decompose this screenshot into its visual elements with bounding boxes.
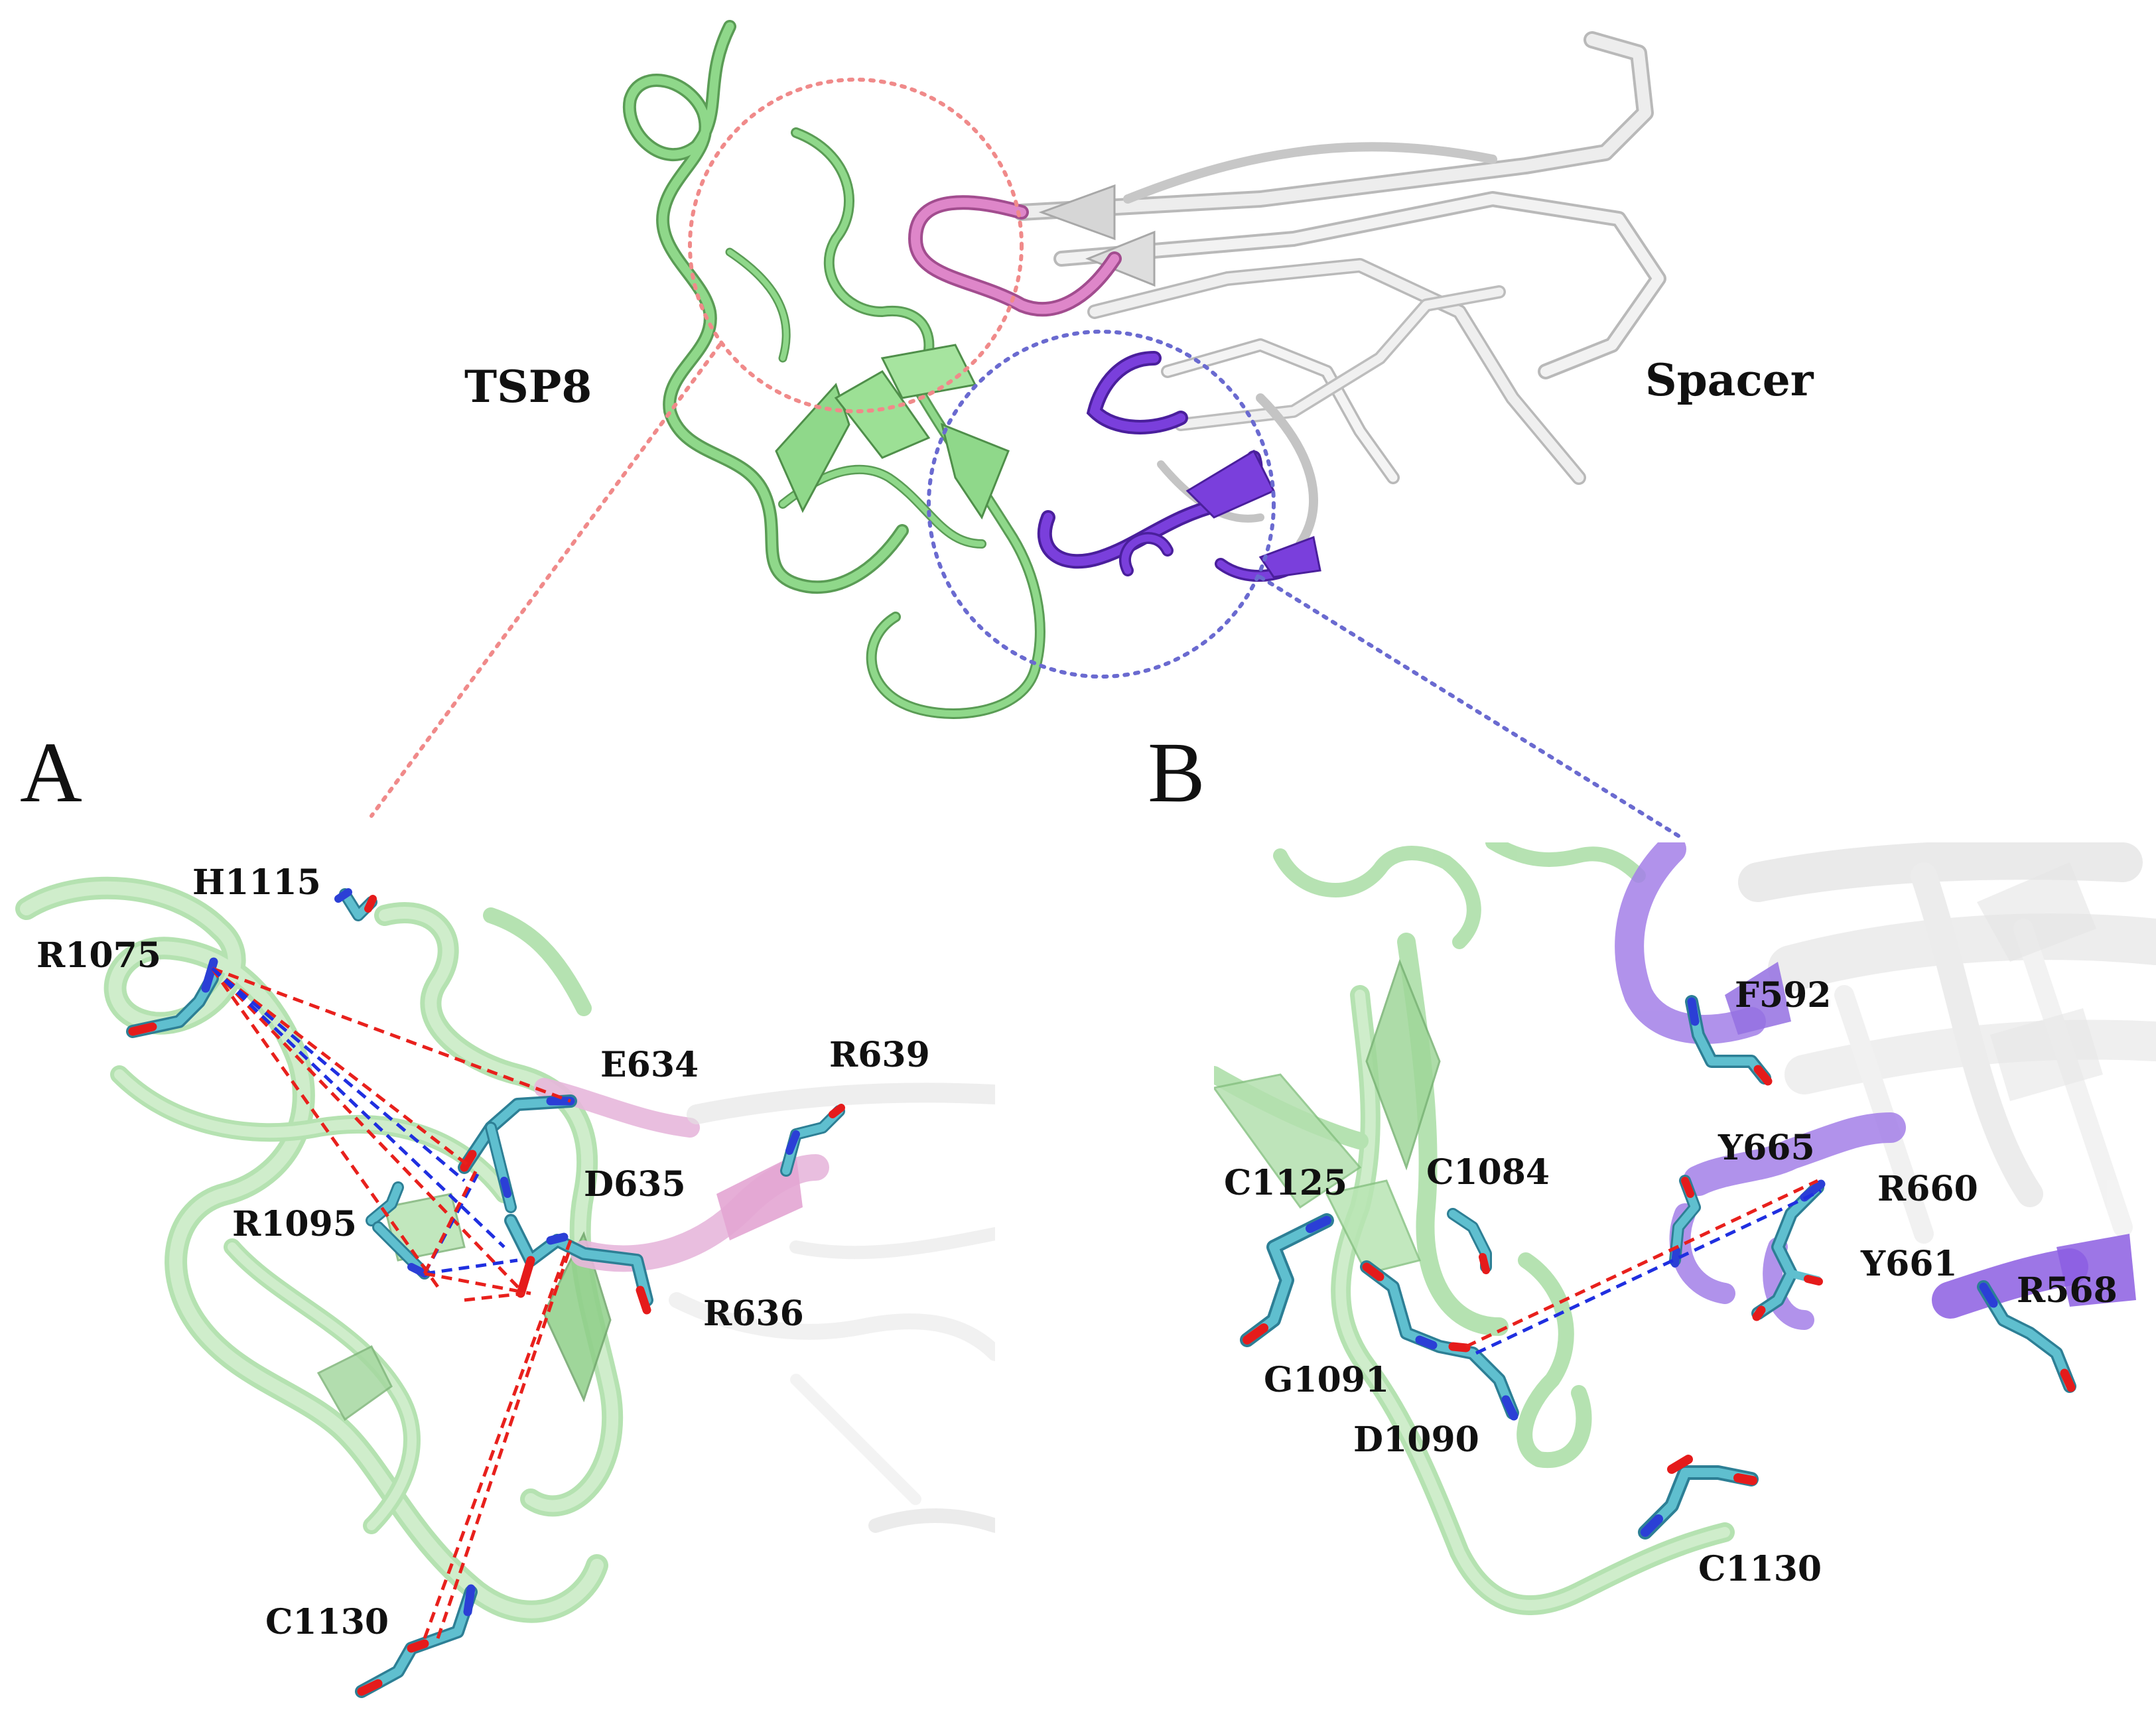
panel-a-structure — [15, 876, 995, 1623]
residue-label-r636: R636 — [703, 1293, 804, 1334]
domain-label-spacer: Spacer — [1645, 354, 1814, 406]
panel-a-sticks — [126, 888, 845, 1698]
panel-b-sticks — [1240, 995, 2076, 1540]
residue-label-y661: Y661 — [1861, 1244, 1958, 1284]
residue-label-e634: E634 — [600, 1045, 699, 1085]
domain-label-tsp8: TSP8 — [464, 361, 592, 413]
panel-letter-a: A — [20, 725, 82, 821]
purple-loops — [1037, 351, 1313, 582]
residue-label-h1115: H1115 — [192, 862, 321, 903]
residue-label-r568: R568 — [2017, 1270, 2118, 1311]
residue-label-c1084: C1084 — [1426, 1152, 1550, 1193]
purple-strands — [1185, 449, 1321, 578]
zoom-circle-a — [688, 78, 1024, 413]
residue-label-g1091: G1091 — [1264, 1360, 1390, 1400]
residue-label-c1130-b: C1130 — [1698, 1549, 1822, 1589]
tsp8-ribbon — [622, 20, 1045, 719]
residue-label-r1075: R1075 — [36, 935, 161, 976]
residue-label-r660: R660 — [1877, 1169, 1978, 1209]
zoom-line-b — [1258, 575, 1680, 838]
residue-label-r1095: R1095 — [232, 1204, 357, 1244]
residue-label-c1125: C1125 — [1224, 1163, 1348, 1203]
residue-label-d1090: D1090 — [1353, 1419, 1479, 1460]
zoom-circle-b — [927, 330, 1276, 679]
residue-label-r639: R639 — [829, 1035, 930, 1075]
panel-b-hbonds — [1465, 1179, 1822, 1355]
spacer-ribbon — [1013, 31, 1666, 549]
residue-label-d635: D635 — [584, 1164, 686, 1205]
residue-label-f592: F592 — [1735, 975, 1832, 1016]
panel-b-structure — [1214, 842, 2156, 1615]
overview-structure — [370, 20, 1680, 838]
residue-label-c1130-a: C1130 — [265, 1602, 389, 1642]
tsp8-strands — [775, 344, 1010, 520]
panel-a-hbonds — [210, 966, 573, 1639]
panel-letter-b: B — [1148, 725, 1205, 821]
pink-loop — [908, 195, 1122, 317]
residue-label-y665: Y665 — [1718, 1128, 1815, 1168]
zoom-line-a — [370, 343, 722, 818]
